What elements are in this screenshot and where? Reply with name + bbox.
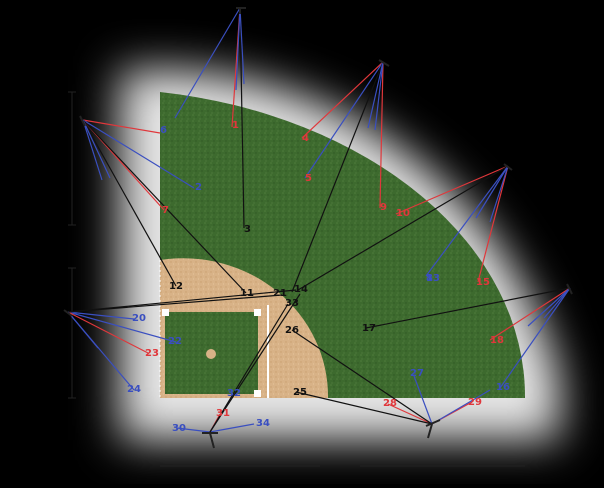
aiming-point-label: 31 <box>216 408 230 419</box>
light-pole <box>63 309 73 317</box>
light-pole <box>202 432 218 449</box>
light-pole <box>378 59 390 67</box>
aiming-point-label: 18 <box>490 335 504 346</box>
aiming-point-label: 3 <box>244 224 251 235</box>
aiming-point-label: 14 <box>294 284 308 295</box>
aiming-point-label: 34 <box>256 418 270 429</box>
aiming-point-label: 20 <box>132 313 146 324</box>
aiming-point-label: 33 <box>285 298 299 309</box>
base <box>254 309 261 316</box>
base <box>254 390 261 397</box>
dimension-lines <box>68 91 525 467</box>
aiming-point-label: 28 <box>383 398 397 409</box>
light-pole <box>566 283 573 295</box>
light-poles <box>63 7 573 449</box>
aiming-point-label: 15 <box>476 277 490 288</box>
aiming-point-label: 1 <box>232 120 239 131</box>
aiming-point-label: 10 <box>396 208 410 219</box>
aiming-point-label: 27 <box>410 368 424 379</box>
aiming-point-label: 23 <box>145 348 159 359</box>
aiming-point-label: 30 <box>172 423 186 434</box>
aiming-point-label: 25 <box>293 387 307 398</box>
aiming-point-label: 11 <box>240 288 254 299</box>
light-pole <box>425 419 441 439</box>
aiming-point-label: 22 <box>168 336 182 347</box>
aiming-lines <box>67 7 571 433</box>
aiming-point-label: 21 <box>273 288 287 299</box>
aiming-point-label: 6 <box>160 125 167 136</box>
aiming-point-label: 7 <box>162 205 169 216</box>
light-pole <box>79 115 86 127</box>
aiming-point-label: 13 <box>426 273 440 284</box>
aiming-point-label: 32 <box>227 388 241 399</box>
base <box>162 309 169 316</box>
aiming-point-label: 2 <box>195 182 202 193</box>
aiming-point-label: 4 <box>302 133 309 144</box>
light-pole <box>503 163 513 171</box>
light-pole <box>236 7 246 14</box>
aiming-point-label: 24 <box>127 384 141 395</box>
aiming-point-label: 17 <box>362 323 376 334</box>
aiming-point-label: 29 <box>468 397 482 408</box>
aiming-point-label: 9 <box>380 202 387 213</box>
aiming-point-label: 26 <box>285 325 299 336</box>
aiming-point-label: 8 <box>426 273 433 284</box>
pitchers-mound <box>206 349 216 359</box>
aiming-point-label: 16 <box>496 382 510 393</box>
aiming-point-label: 5 <box>305 173 312 184</box>
aiming-point-label: 12 <box>169 281 183 292</box>
